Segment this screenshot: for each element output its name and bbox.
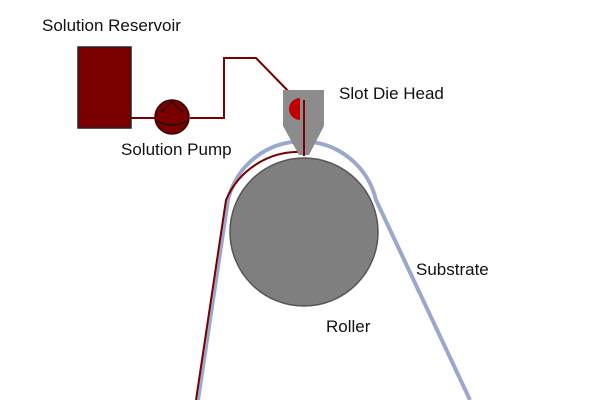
- pump-label: Solution Pump: [121, 140, 232, 159]
- reservoir-tank: [77, 46, 132, 129]
- feed-line-to-die: [190, 57, 295, 119]
- die-label: Slot Die Head: [339, 84, 444, 103]
- roller: [229, 157, 379, 307]
- slot-die-head: [283, 90, 324, 156]
- reservoir-label: Solution Reservoir: [42, 16, 181, 35]
- coated-film: [195, 150, 303, 400]
- roller-label: Roller: [326, 317, 371, 336]
- pump-icon: [154, 99, 190, 135]
- substrate-label: Substrate: [416, 260, 489, 279]
